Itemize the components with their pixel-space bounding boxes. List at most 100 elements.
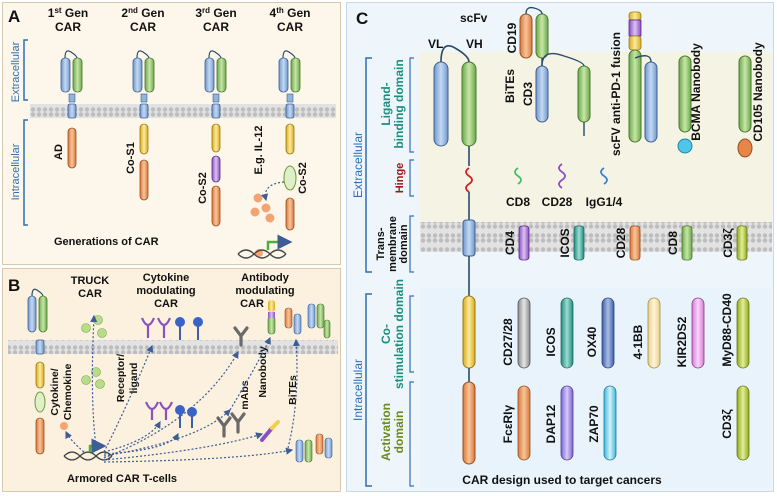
tm-label-1: Trans- — [375, 227, 387, 260]
cyto-title-2: modulating — [136, 285, 195, 297]
tm-icos: ICOS — [558, 228, 572, 257]
receptors-purple — [140, 317, 172, 338]
c-intracellular-label: Intracellular — [351, 359, 365, 421]
act-fcer: FcεRIγ — [501, 404, 515, 443]
c-membrane — [420, 222, 772, 252]
receptor-2: ligand — [128, 363, 140, 394]
scfv-label: scFv — [460, 11, 488, 25]
act-dap12: DAP12 — [544, 404, 558, 443]
gen1-car: CAR — [55, 20, 81, 34]
tm-label-3: domain — [398, 224, 410, 263]
tm-cd4: CD4 — [503, 231, 517, 255]
gen-headers: 1st Gen CAR 2nd Gen CAR 3rd Gen CAR 4th … — [48, 6, 311, 34]
act-label-2: domain — [392, 411, 406, 454]
cos2-4th-label: Co-S2 — [297, 162, 309, 194]
a-extracellular-label: Extracellular — [10, 41, 22, 102]
bites-construct-b — [260, 303, 333, 463]
panel-a-generations — [2, 2, 341, 265]
ligand-bracket — [409, 57, 414, 153]
ligand-label-2: binding domain — [392, 59, 406, 148]
receptors-blue-ball — [175, 317, 203, 340]
nanobody-construct — [267, 300, 276, 335]
hinge-squiggles — [514, 163, 608, 189]
hinge-igg: IgG1/4 — [586, 195, 623, 209]
gen1-car-construct — [60, 50, 83, 169]
act-label-1: Activation — [379, 403, 393, 461]
b-dashed-arrows — [65, 314, 300, 463]
cyto-title-3: CAR — [154, 298, 178, 310]
panel-b-letter: B — [8, 276, 20, 295]
tm-cd28: CD28 — [614, 227, 628, 258]
act-bracket — [409, 381, 414, 487]
b-car-construct — [27, 288, 48, 455]
gen3-header: 3rd Gen — [195, 6, 236, 20]
bcma-label: BCMA Nanobody — [689, 43, 703, 141]
cos2-3rd-label: Co-S2 — [197, 172, 209, 204]
tm-bracket — [409, 215, 414, 273]
costim-41bb: 4-1BB — [631, 324, 645, 359]
costim-label-2: stimulation domain — [392, 279, 406, 389]
c-cd105-nanobody — [737, 55, 753, 158]
hinge-label: Hinge — [394, 163, 406, 194]
b-membrane — [8, 340, 338, 354]
panel-c-caption: CAR design used to target cancers — [462, 473, 662, 487]
hinge-bracket — [409, 159, 414, 197]
gen3-car-construct — [204, 50, 227, 227]
cyto-title-1: Cytokine — [143, 272, 189, 284]
c-bites-construct — [519, 6, 591, 136]
costim-cd27: CD27/28 — [501, 318, 515, 366]
c-main-car: scFv VL VH — [428, 11, 488, 465]
anti-title-2: modulating — [235, 285, 294, 297]
il12-arrow — [261, 181, 285, 202]
anti-title-1: Antibody — [241, 272, 290, 284]
panel-a-letter: A — [8, 7, 20, 26]
truck-title-2: CAR — [78, 288, 102, 300]
il12-label: E.g. IL-12 — [253, 126, 265, 175]
a-intracellular-label: Intracellular — [10, 143, 22, 200]
cos1-label: Co-S1 — [125, 142, 137, 174]
cd105-label: CD105 Nanobody — [751, 42, 765, 142]
nanobody-label: Nanobody — [257, 346, 269, 397]
act-examples — [517, 385, 750, 461]
mab-y-shapes — [216, 326, 249, 438]
promoter-arrow-b — [88, 438, 107, 454]
tm-cd8: CD8 — [666, 231, 680, 255]
ad-label: AD — [53, 144, 65, 160]
dna-helix-a — [237, 249, 287, 259]
il12-cytokine-dots — [250, 193, 275, 257]
hinge-cd28: CD28 — [542, 195, 573, 209]
a-intra-bracket — [23, 119, 28, 226]
cd3-label: CD3 — [521, 82, 535, 106]
c-ligand-band — [420, 52, 772, 228]
bites-label-b: BiTEs — [287, 375, 299, 405]
vl-label: VL — [428, 37, 443, 51]
act-cd3z: CD3ζ — [720, 409, 734, 439]
hinge-cd8: CD8 — [506, 195, 530, 209]
a-membrane — [30, 104, 336, 118]
costim-ox40: OX40 — [585, 326, 599, 357]
c-extra-bracket — [365, 57, 372, 273]
tm-label-2: membrane — [387, 216, 399, 272]
cyto-chemo-2: Chemokine — [62, 364, 74, 421]
gen2-car-construct — [132, 50, 155, 201]
tm-cd3z: CD3ζ — [721, 228, 735, 258]
receptor-1: Receptor/ — [115, 354, 127, 403]
promoter-arrow-a — [266, 234, 293, 250]
c-intra-band — [420, 288, 772, 488]
secreted-receptors — [144, 401, 197, 428]
gen3-car: CAR — [203, 20, 229, 34]
bites-label-c: BiTEs — [503, 69, 517, 103]
panel-b-armored — [2, 268, 341, 492]
c-extracellular-label: Extracellular — [351, 132, 365, 198]
panel-b-caption: Armored CAR T-cells — [67, 473, 177, 485]
pd1-fusion-label: scFV anti-PD-1 fusion — [609, 32, 623, 156]
tm-examples — [518, 225, 748, 261]
costim-bracket — [409, 295, 414, 373]
cyto-chemo-1: Cytokine/ — [49, 368, 61, 415]
costim-myd88: MyD88-CD40 — [720, 293, 734, 367]
costim-examples — [517, 297, 750, 369]
cd19-label: CD19 — [505, 22, 519, 53]
gen1-header: 1st Gen — [48, 6, 88, 20]
gen4-header: 4th Gen — [270, 6, 311, 20]
